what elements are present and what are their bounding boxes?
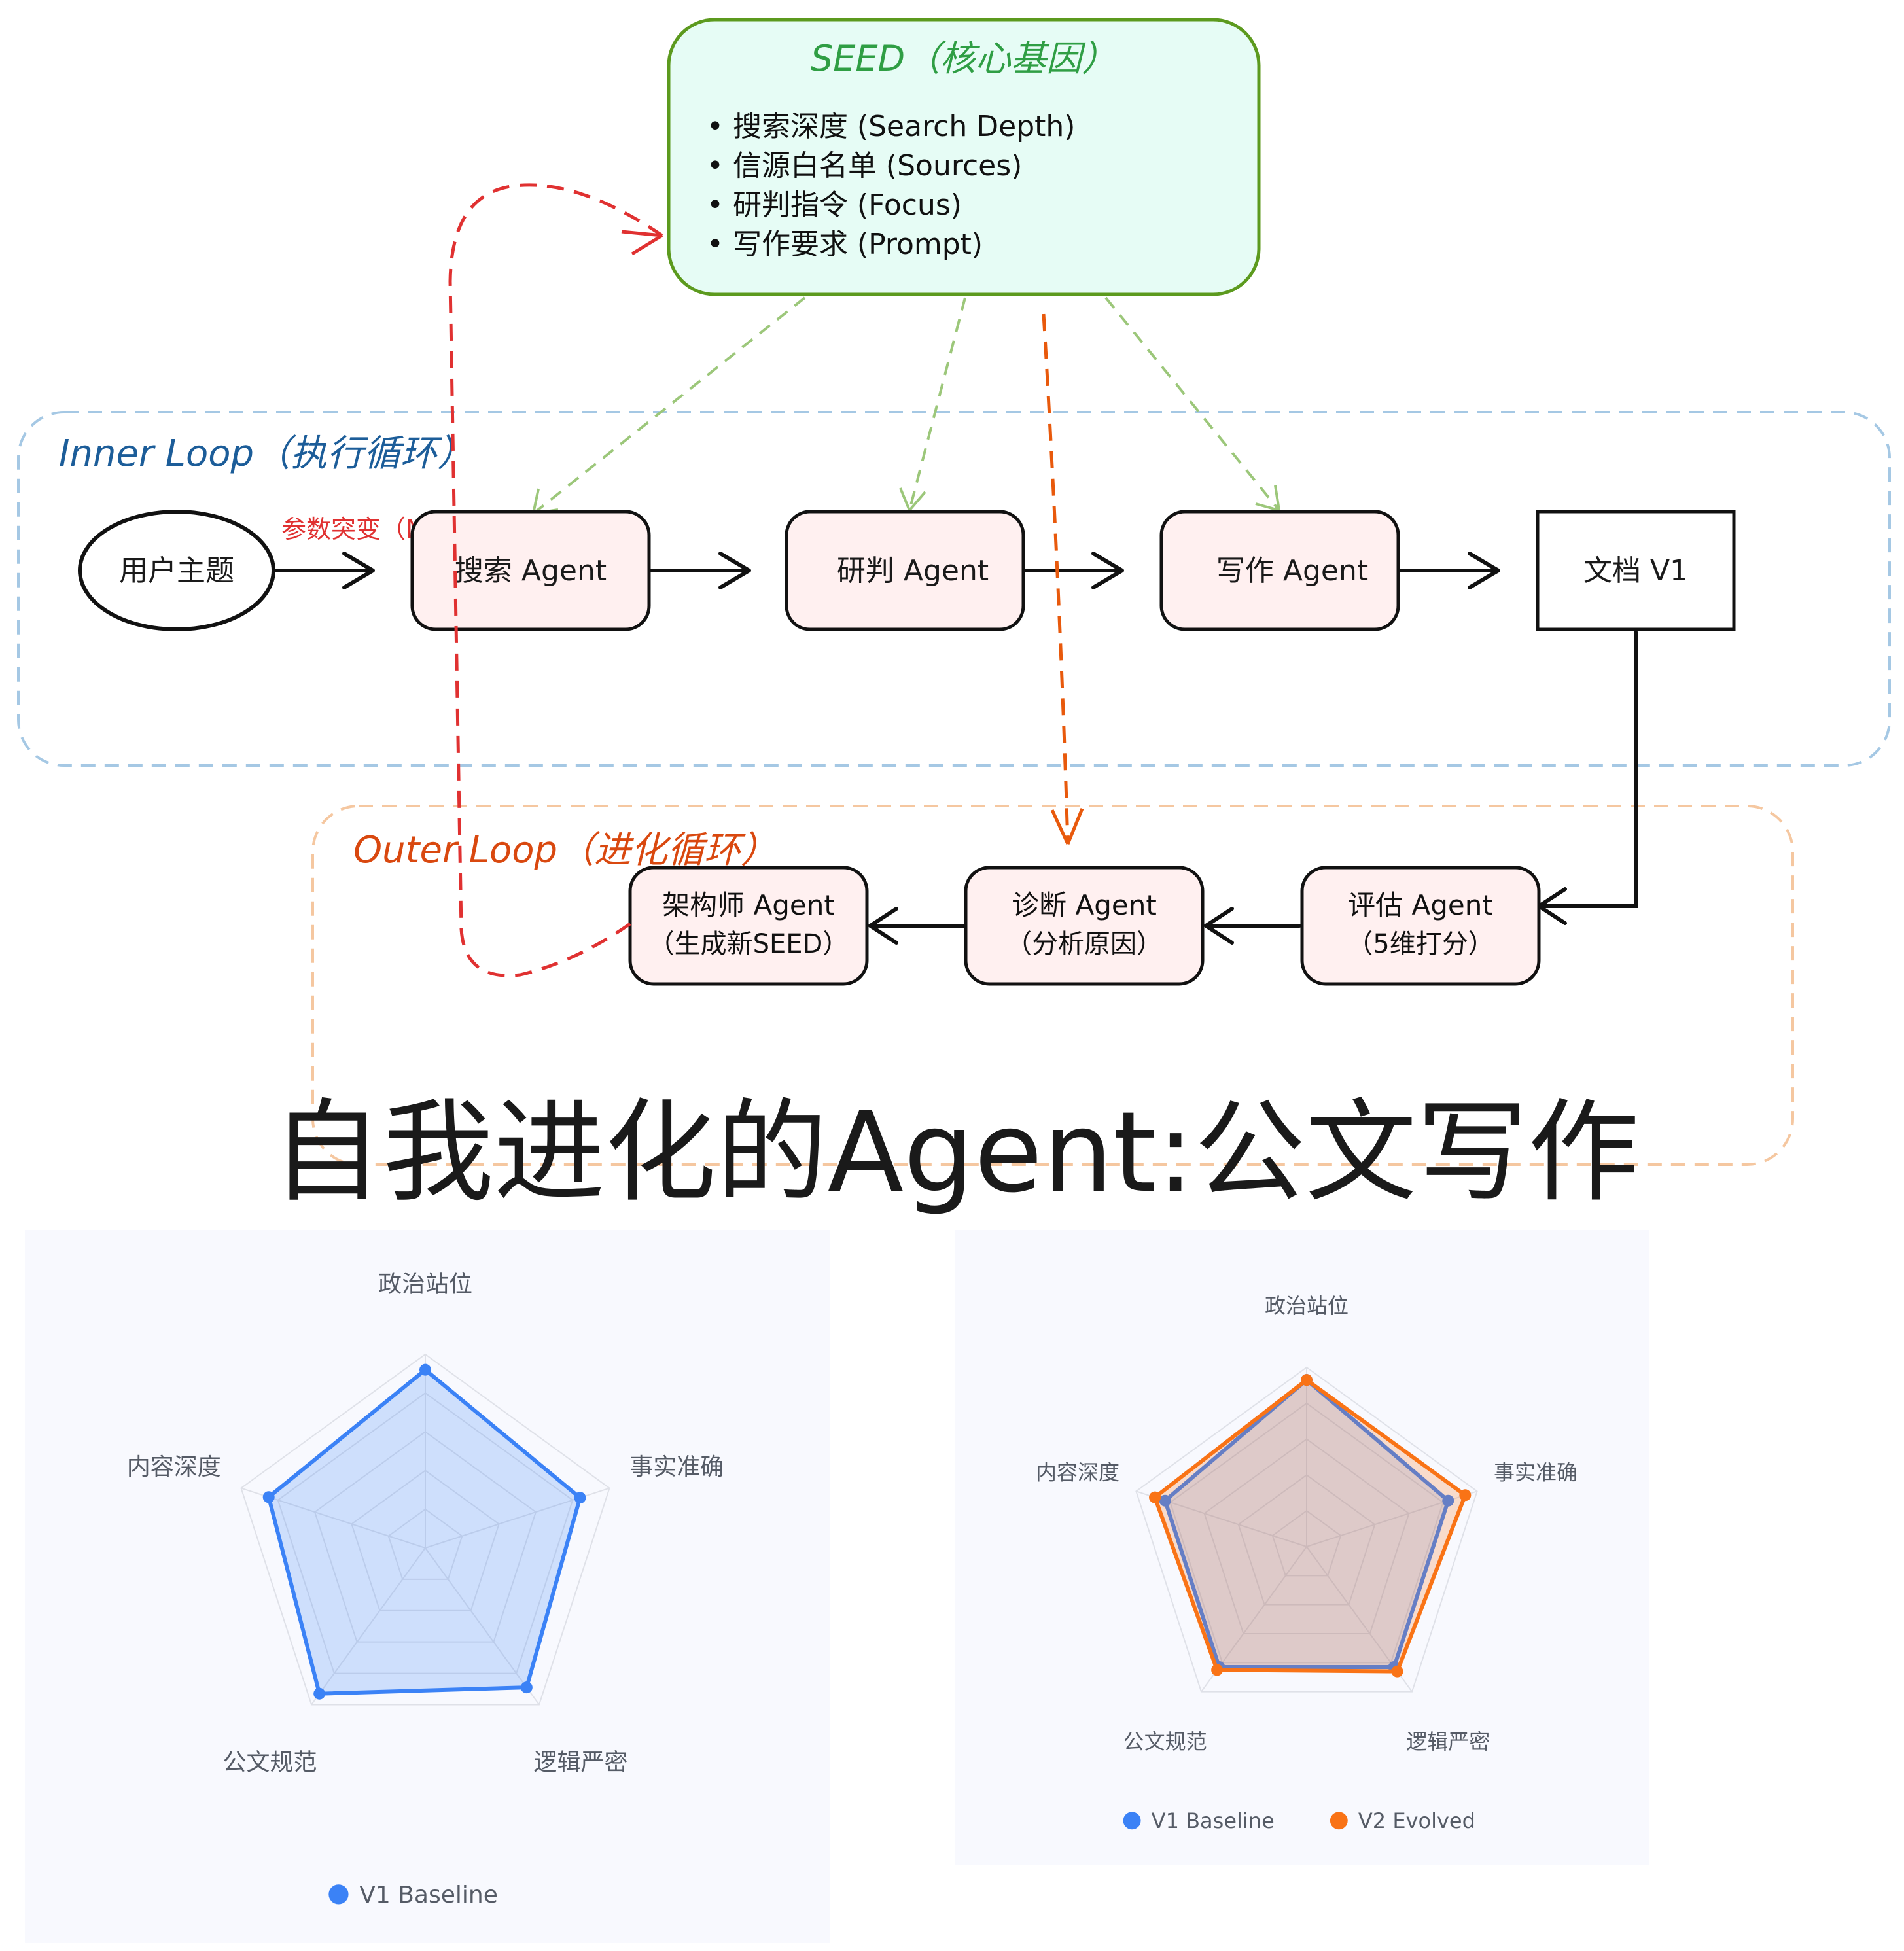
radar-spoke	[425, 1547, 540, 1706]
seed-item-2: • 信源白名单 (Sources)	[707, 149, 1022, 183]
user-topic-label: 用户主题	[119, 554, 234, 588]
seed-title: SEED（核心基因）	[811, 38, 1117, 79]
radar-axis-label: 政治站位	[1265, 1293, 1349, 1318]
outer-loop-label: Outer Loop（进化循环）	[353, 829, 777, 871]
legend-marker	[1123, 1812, 1141, 1830]
radar-series-area	[1153, 1378, 1468, 1674]
radar-axis-label: 逻辑严密	[533, 1749, 627, 1776]
radar-data-point	[520, 1681, 533, 1694]
diagnose-agent-label: 诊断 Agent	[1012, 889, 1157, 921]
search-agent-label: 搜索 Agent	[455, 554, 607, 588]
research-agent-label: 研判 Agent	[837, 554, 989, 588]
radar-chart-1-panel: 政治站位事实准确逻辑严密 公文规范 内容深度 V1 Baseline	[25, 1230, 830, 1943]
seed-item-4: • 写作要求 (Prompt)	[707, 228, 983, 261]
inner-loop-region	[17, 411, 1891, 767]
architect-to-seed-arrow	[448, 183, 663, 977]
radar-spoke	[311, 1547, 426, 1706]
architect-agent-label: 架构师 Agent	[662, 889, 835, 921]
radar-grid-ring	[387, 1508, 463, 1580]
radar-grid-ring	[1271, 1509, 1342, 1577]
radar-grid-ring	[240, 1353, 610, 1706]
inner-loop-label: Inner Loop（执行循环）	[59, 432, 474, 475]
radar-data-point	[1211, 1664, 1224, 1676]
radar-grid-ring	[1237, 1474, 1376, 1606]
document-node	[1536, 510, 1736, 631]
radar-axis-label: 政治站位	[378, 1271, 472, 1298]
legend-label: V1 Baseline	[1152, 1808, 1275, 1833]
architect-agent-sub: （生成新SEED）	[648, 929, 849, 959]
legend-marker	[328, 1884, 349, 1905]
legend-label: V1 Baseline	[359, 1882, 498, 1908]
legend-marker	[1330, 1812, 1348, 1830]
radar-data-point	[574, 1492, 586, 1504]
legend-label: V2 Evolved	[1358, 1808, 1475, 1833]
radar-chart-2-panel: 政治站位事实准确逻辑严密 公文规范 内容深度 V1 Baseline V2 Evolve…	[955, 1230, 1649, 1865]
radar-axis-label: 事实准确	[1494, 1460, 1578, 1485]
radar-data-point	[1459, 1489, 1472, 1502]
radar-data-point	[1442, 1494, 1454, 1507]
seed-item-1: • 搜索深度 (Search Depth)	[707, 110, 1075, 143]
diagnose-agent-node	[964, 866, 1205, 986]
writing-agent-node	[1159, 510, 1400, 631]
seed-to-diagnose-arrow	[1042, 313, 1084, 845]
radar-grid-ring	[351, 1469, 500, 1611]
radar-grid-ring	[1135, 1366, 1478, 1693]
radar-axis-label: 内容深度	[1036, 1460, 1119, 1485]
seed-config-arrows	[532, 296, 1280, 515]
seed-box	[667, 18, 1261, 296]
workflow-diagram: SEED（核心基因） • 搜索深度 (Search Depth) • 信源白名单…	[17, 18, 1891, 1218]
search-agent-node	[410, 510, 651, 631]
radar-data-point	[1301, 1374, 1313, 1386]
radar-data-point	[1159, 1494, 1171, 1507]
document-label: 文档 V1	[1583, 554, 1688, 588]
radar-data-point	[1149, 1491, 1161, 1503]
diagnose-agent-sub: （分析原因）	[1006, 929, 1163, 959]
radar-axis-label: 公文规范	[1123, 1729, 1207, 1754]
outer-loop-region	[311, 805, 1794, 1166]
seed-item-3: • 研判指令 (Focus)	[707, 188, 962, 222]
evaluate-agent-node	[1300, 866, 1541, 986]
architect-agent-node	[628, 866, 869, 986]
radar-axis-label: 内容深度	[127, 1454, 221, 1481]
radar-axis-label: 公文规范	[223, 1749, 317, 1776]
radar-data-point	[262, 1491, 275, 1503]
research-agent-node	[785, 510, 1025, 631]
evaluate-agent-sub: （5维打分）	[1347, 929, 1494, 959]
radar-grid-ring	[1169, 1402, 1444, 1664]
evaluate-agent-label: 评估 Agent	[1348, 889, 1493, 921]
radar-data-point	[419, 1363, 431, 1376]
radar-grid-ring	[277, 1392, 574, 1674]
inner-loop-arrows	[273, 552, 1638, 945]
radar-grid-ring	[1203, 1438, 1410, 1635]
radar-data-point	[1391, 1665, 1403, 1678]
main-title: 自我进化的Agent:公文写作	[272, 1088, 1639, 1218]
writing-agent-label: 写作 Agent	[1216, 554, 1368, 588]
radar-axis-label: 逻辑严密	[1406, 1729, 1490, 1754]
radar-axis-label: 事实准确	[629, 1454, 724, 1481]
radar-series-area	[1163, 1378, 1451, 1669]
radar-data-point	[313, 1687, 326, 1700]
radar-series-area	[266, 1367, 582, 1696]
radar-grid-ring	[313, 1431, 537, 1643]
